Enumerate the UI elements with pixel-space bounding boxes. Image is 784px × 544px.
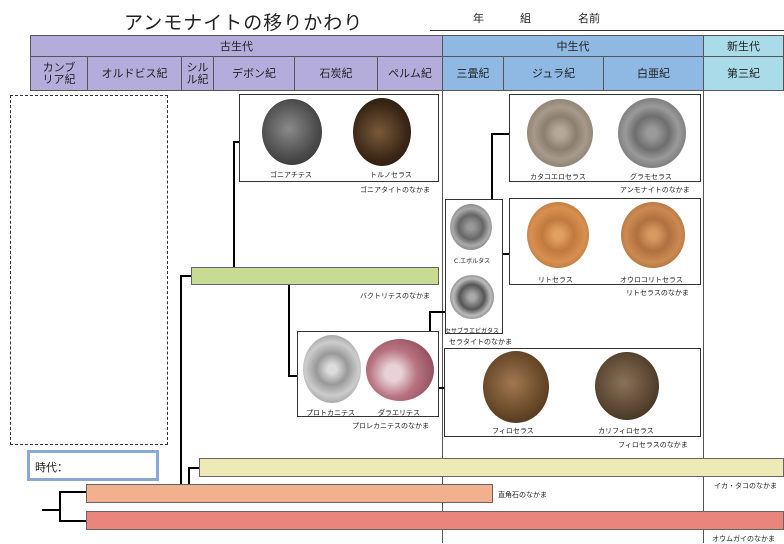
protocanites-label: プロトカニテス [306, 409, 355, 417]
lytoceras-fossil [527, 202, 589, 268]
calliphylloceras-label: カリフィロセラス [598, 427, 654, 435]
era-divider-line [703, 91, 704, 543]
calliphylloceras-fossil [595, 352, 659, 420]
period-ordovician: オルドビス紀 [87, 57, 182, 91]
eurolytoceras-label: オウロコリトセラス [620, 276, 683, 284]
period-tertiary: 第三紀 [703, 57, 784, 91]
goniatites-label: ゴニアチテス [270, 171, 312, 179]
ceratite-group-label: セラタイトのなかま [449, 338, 512, 346]
year-label: 年 [473, 12, 484, 25]
nautilus-label: オウムガイのなかま [712, 535, 775, 543]
tree-line [491, 133, 509, 135]
orthoceras-bar [86, 484, 493, 503]
phylloceras-label: フィロセラス [492, 427, 534, 435]
lytoceras-label: リトセラス [538, 276, 573, 284]
squid-label: イカ・タコのなかま [714, 482, 777, 490]
catacoeloceras-label: カタコエロセラス [530, 173, 586, 181]
tree-line [59, 492, 61, 522]
period-permian: ペルム紀 [377, 57, 443, 91]
era-divider-line [442, 91, 443, 543]
period-carboniferous: 石炭紀 [294, 57, 378, 91]
tree-line [180, 275, 182, 486]
era-cenozoic: 新生代 [703, 35, 784, 57]
tree-line [233, 141, 241, 143]
protocanites-fossil [303, 335, 361, 403]
tornoceras-label: トルノセラス [370, 171, 412, 179]
tree-line [233, 141, 235, 268]
tornoceras-fossil [353, 98, 411, 166]
class-label: 組 [520, 12, 531, 25]
goniatite-group-label: ゴニアタイトのなかま [360, 186, 430, 194]
era-paleozoic: 古生代 [30, 35, 443, 57]
tree-line [180, 275, 192, 277]
name-label: 名前 [578, 12, 600, 25]
ceratites-label: セサブラエビガタス [445, 328, 500, 335]
lytoceras-group-label: リトセラスのなかま [626, 289, 689, 297]
daraelites-label: ダラエリテス [378, 409, 420, 417]
prolecanites-group-label: プロレカニテスのなかま [352, 422, 429, 430]
phylloceras-group-label: フィロセラスのなかま [618, 441, 688, 449]
grammoceras-fossil [618, 98, 686, 168]
period-devonian: デボン紀 [213, 57, 295, 91]
grammoceras-label: グラモセラス [630, 173, 672, 181]
ammonite-group-label: アンモナイトのなかま [620, 186, 690, 194]
squid-bar [199, 458, 784, 477]
tree-line [491, 133, 493, 201]
page-title: アンモナイトの移りかわり [124, 12, 364, 34]
goniatites-fossil [262, 99, 322, 165]
period-cambrian: カンブ リア紀 [30, 57, 88, 91]
tree-line [59, 520, 87, 522]
tree-line [59, 491, 87, 493]
period-jurassic: ジュラ紀 [503, 57, 604, 91]
era-mesozoic: 中生代 [442, 35, 704, 57]
tree-line [288, 375, 298, 377]
tree-line [288, 284, 290, 376]
period-answer-label: 時代： [35, 461, 68, 474]
daraelites-fossil [366, 339, 434, 401]
nautilus-bar [86, 511, 784, 530]
ceratites-fossil [450, 275, 494, 319]
tree-line [188, 467, 190, 487]
tree-line [42, 509, 60, 511]
ceratites-evolutus-fossil [450, 204, 492, 250]
ceratites-evolutus-label: C.エボルタス [454, 258, 491, 265]
period-answer-box[interactable]: 時代： [27, 450, 159, 481]
bactrites-label: バクトリテスのなかま [360, 292, 430, 300]
name-line [430, 30, 784, 31]
orthoceras-label: 直角石のなかま [498, 491, 547, 499]
eurolytoceras-fossil [621, 202, 685, 268]
tree-line [429, 311, 446, 313]
period-triassic: 三畳紀 [442, 57, 504, 91]
phylloceras-fossil [483, 351, 549, 423]
drawing-area[interactable] [10, 95, 168, 445]
tree-line [188, 467, 200, 469]
catacoeloceras-fossil [527, 99, 593, 167]
bactrites-bar [191, 267, 439, 285]
period-silurian: シル ル紀 [181, 57, 214, 91]
tree-line [503, 253, 510, 255]
period-cretaceous: 白亜紀 [603, 57, 704, 91]
